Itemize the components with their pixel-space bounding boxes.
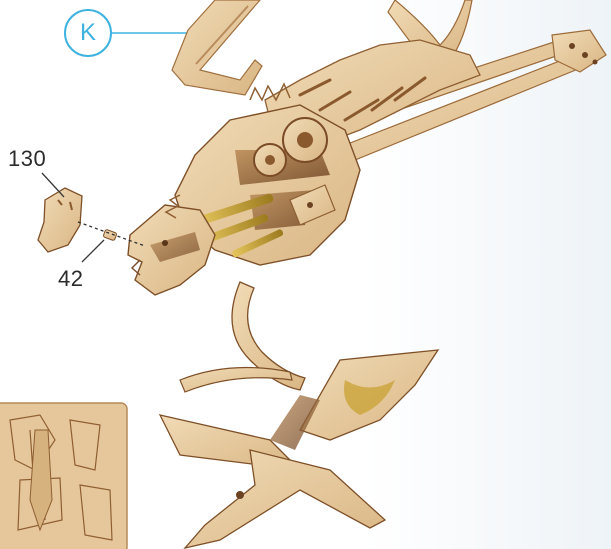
upper-frame-piece	[172, 0, 262, 95]
parts-sheet-thumbnail	[0, 403, 127, 549]
part-130-leader	[42, 173, 64, 197]
part-42-leader	[82, 240, 104, 262]
part-42-peg	[103, 229, 117, 241]
stand-neck	[180, 282, 305, 392]
part-number-130: 130	[8, 146, 46, 172]
step-k-badge: K	[64, 9, 112, 57]
step-letter: K	[80, 19, 96, 47]
part-number-42: 42	[58, 266, 83, 292]
part-130-head-plate	[38, 188, 82, 252]
assembly-model-dragon	[128, 0, 480, 295]
